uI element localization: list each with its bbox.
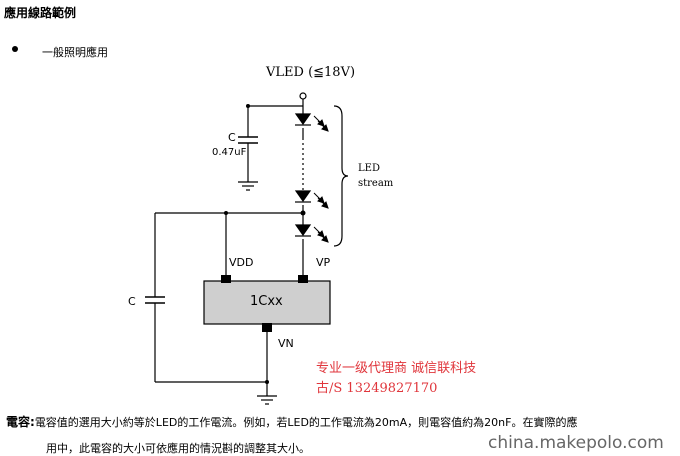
note-line2: 用中，此電容的大小可依應用的情況斟的調整其大小。 bbox=[46, 442, 310, 455]
note-line1: 電容:電容值的選用大小約等於LED的工作電流。例如，若LED的工作電流為20mA… bbox=[6, 413, 577, 430]
chip-body bbox=[203, 280, 331, 325]
vp-label: VP bbox=[316, 256, 331, 269]
vled-label: VLED (≦18V) bbox=[266, 65, 356, 80]
bullet-item: 一般照明應用 bbox=[42, 46, 108, 59]
bullet-icon bbox=[12, 46, 18, 52]
led-label-line2: stream bbox=[358, 178, 394, 189]
vdd-pin bbox=[221, 275, 231, 283]
vp-pin bbox=[298, 275, 308, 283]
vn-pin bbox=[262, 323, 272, 332]
note-text1: 電容值的選用大小約等於LED的工作電流。例如，若LED的工作電流為20mA，則電… bbox=[34, 416, 578, 429]
cap2-name: C bbox=[128, 295, 136, 308]
watermark-line2: 古/S 13249827170 bbox=[316, 377, 437, 396]
vdd-label: VDD bbox=[229, 256, 254, 269]
watermark-phone: 古/S 13249827170 bbox=[316, 381, 438, 396]
vn-label: VN bbox=[278, 337, 294, 350]
site-watermark: china.makepolo.com bbox=[488, 433, 664, 453]
page-title: 應用線路範例 bbox=[4, 6, 77, 20]
cap1-name: C bbox=[228, 131, 236, 144]
chip-label: 1Cxx bbox=[250, 294, 283, 309]
led-bracket bbox=[333, 105, 349, 247]
led2-icon bbox=[294, 190, 312, 203]
watermark-line1: 专业一级代理商 诚信联科技 bbox=[316, 361, 477, 376]
note-heading: 電容: bbox=[6, 415, 35, 429]
led3-icon bbox=[294, 224, 312, 237]
led1-icon bbox=[294, 113, 312, 126]
cap1-value: 0.47uF bbox=[212, 147, 247, 158]
vled-terminal bbox=[299, 92, 307, 100]
led-label-line1: LED bbox=[358, 163, 380, 174]
